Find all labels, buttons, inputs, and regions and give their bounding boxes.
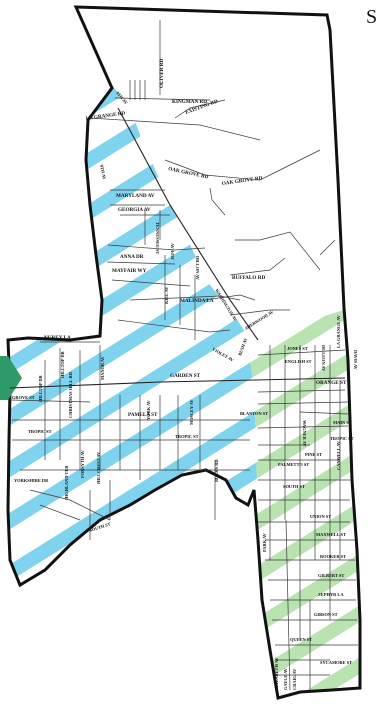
label-hilltop-dr-s: HILLTOP DR: [38, 374, 43, 402]
green-zone: [246, 310, 360, 698]
label-blanton-st: BLANTON ST: [240, 411, 268, 416]
district-boundary: [6, 5, 362, 700]
label-kiel-av: KIEL AV: [164, 286, 169, 304]
label-davis-av: DAVIS AV: [353, 350, 358, 371]
label-hilltop-dr-n: HILLTOP DR: [60, 350, 65, 378]
label-sycamore-st: SYCAMORE ST: [320, 660, 352, 665]
label-pine-st: PINE ST: [305, 452, 322, 457]
north-unshaded-area: [76, 7, 344, 340]
road-network: [9, 20, 358, 691]
label-forsyth-av: FORSYTH AV: [80, 449, 85, 478]
label-christmas-hill-rd: CHRISTMAS HILL RD: [68, 372, 73, 418]
label-park-av: PARK AV: [262, 532, 267, 552]
corner-heading-letter: S: [366, 6, 378, 28]
label-ninth-av-v: 9TH AV: [99, 164, 107, 181]
label-craig-av: CRAIG AV: [292, 668, 297, 690]
label-english-st: ENGLISH ST: [285, 359, 312, 364]
label-tropic-st-c: TROPIC ST: [175, 434, 199, 439]
label-tennessee-st: TENNESSEE ST: [155, 222, 160, 254]
label-wagner-av: WAGNER AV: [302, 420, 307, 447]
label-manor-av: MANOR AV: [100, 355, 105, 380]
label-dillon-av: DILLON AV: [195, 256, 200, 281]
label-union-st: UNION ST: [310, 514, 331, 519]
label-south-st-c: SOUTH ST: [283, 484, 305, 489]
label-grove-st: GROVE ST: [12, 395, 35, 400]
label-mayfair-wy: MAYFAIR WY: [112, 268, 147, 274]
label-palmetto-st: PALMETTO ST: [278, 462, 309, 467]
label-york-av: YORK AV: [146, 399, 151, 420]
label-main-st: MAIN ST: [333, 420, 352, 425]
label-bucks-rd: BUCKS RD: [214, 459, 219, 482]
label-bush-av: BUSH AV: [237, 336, 248, 356]
arrow-marker-icon: [0, 356, 22, 400]
label-hillcrest-av: HILLCREST AV: [96, 451, 101, 484]
label-oliver-rd: OLIVER RD: [159, 58, 165, 88]
label-tropic-st-e: TROPIC ST: [330, 436, 354, 441]
label-highland-ter: HIGHLAND TER: [64, 465, 69, 500]
label-canwell-av: CANWELL AV: [336, 440, 341, 470]
label-la-grange-av: LA GRANGE AV: [336, 314, 341, 348]
label-garden-st: GARDEN ST: [170, 373, 201, 379]
street-labels: OLIVER RD KINGMAN RD LA GRANGE RD 9TH AV…: [12, 58, 358, 690]
label-gilbert-st: GILBERT ST: [318, 573, 344, 578]
label-orange-st: ORANGE ST: [316, 380, 347, 386]
blue-zone: [8, 85, 258, 585]
label-elizabeth-av: ELIZABETH AV: [274, 657, 279, 690]
label-maryland-av: MARYLAND AV: [116, 193, 155, 199]
label-deleon-av-n: DE LEON AV: [321, 345, 326, 372]
label-jeff-av: JEFF AV: [170, 242, 175, 260]
label-malinda-la: MALINDA LA: [180, 298, 214, 304]
label-pamela-st: PAMELA ST: [128, 412, 158, 418]
label-gayle-av: GAYLE AV: [283, 667, 288, 690]
label-buffalo-rd: BUFFALO RD: [232, 275, 265, 281]
label-zephyr-la: ZEPHYR LA: [318, 592, 344, 597]
label-south-st-w: SOUTH ST: [89, 521, 111, 533]
label-rooker-st: ROOKER ST: [320, 554, 346, 559]
label-gibson-st: GIBSON ST: [314, 612, 338, 617]
label-anna-dr: ANNA DR: [120, 254, 144, 260]
label-yorkshire-dr: YORKSHIRE DR: [14, 478, 49, 483]
label-queen-st: QUEEN ST: [290, 637, 312, 642]
label-oak-grove-rd-2: OAK GROVE RD: [221, 175, 263, 187]
label-georgia-av: GEORGIA AV: [118, 207, 151, 213]
label-jones-st: JONES ST: [287, 346, 308, 351]
label-mosley-av: MOSLEY AV: [189, 399, 194, 425]
label-la-grange-rd: LA GRANGE RD: [85, 110, 125, 122]
label-kingman-rd: KINGMAN RD: [172, 99, 207, 105]
label-nurey-la: NUREY LA: [44, 335, 71, 341]
label-maxwell-st: MAXWELL ST: [316, 532, 346, 537]
label-tropic-st-w: TROPIC ST: [28, 429, 52, 434]
